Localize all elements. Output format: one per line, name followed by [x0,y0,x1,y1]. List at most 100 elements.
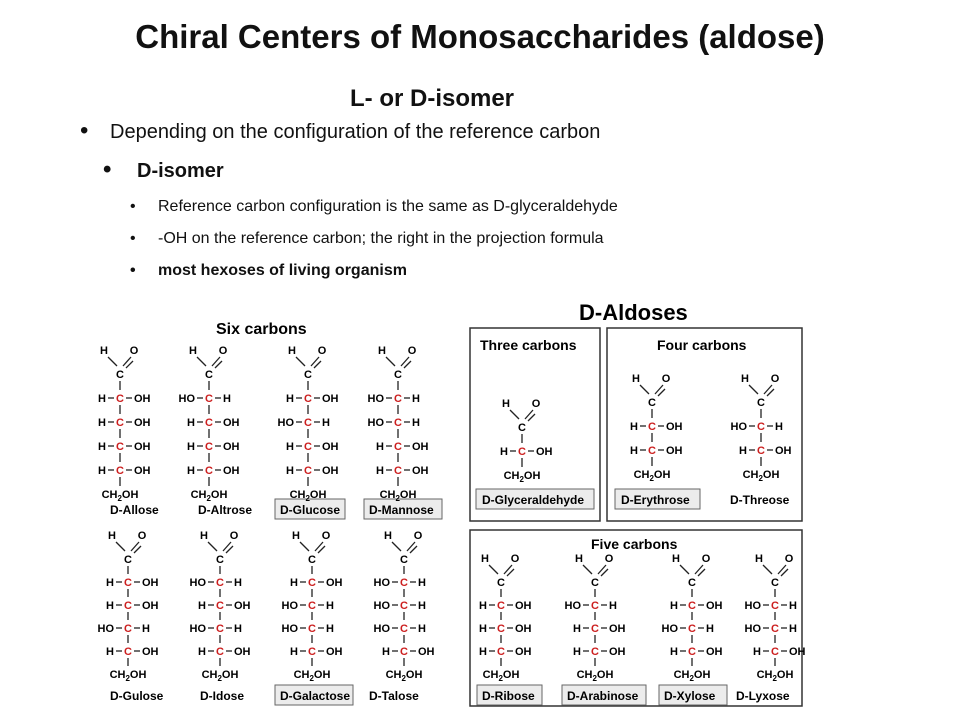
bond-line [527,413,536,422]
bullet-dot: • [130,230,136,247]
atom-label: C [116,369,124,381]
bond-line [207,541,218,552]
bond-line [314,541,324,552]
atom-label: C [116,441,124,453]
atom-label: H [223,393,231,405]
atom-label: H [775,421,783,433]
atom-label: C [497,646,505,658]
bond-line [385,356,396,367]
atom-label: H [418,577,426,589]
bond-line [503,564,513,575]
bond-line [697,568,706,577]
atom-label: H [198,600,206,612]
atom-label: C [216,600,224,612]
ch2oh-label: CH2OH [110,669,147,683]
atom-label: O [322,530,331,542]
atom-label: H [292,530,300,542]
atom-label: C [304,417,312,429]
name-highlight [475,488,595,510]
atom-label: OH [142,646,159,658]
atom-label: H [384,530,392,542]
bullet-text: D-isomer [137,160,224,182]
atom-label: OH [234,600,251,612]
atom-label: HO [190,577,207,589]
ch2oh-label: CH2OH [191,489,228,503]
atom-label: C [304,393,312,405]
molecule-name: D-Threose [730,493,790,507]
atom-label: C [124,623,132,635]
molecule-name: D-Lyxose [736,689,790,703]
atom-label: H [672,553,680,565]
atom-label: C [216,646,224,658]
atom-label: OH [326,577,343,589]
atom-label: H [189,345,197,357]
atom-label: HO [278,417,295,429]
atom-label: O [532,398,541,410]
ch2oh-label: CH2OH [483,669,520,683]
atom-label: C [518,446,526,458]
atom-label: OH [666,421,683,433]
bond-line [777,564,787,575]
atom-label: H [106,600,114,612]
atom-label: H [286,465,294,477]
bond-line [317,545,326,554]
five-carbons-frame [469,529,803,707]
atom-label: C [771,623,779,635]
bond-line [214,360,223,369]
atom-label: C [304,465,312,477]
atom-label: H [326,623,334,635]
molecule-name: D-Glucose [280,503,340,517]
atom-label: C [124,600,132,612]
atom-label: H [98,417,106,429]
ch2oh-label: CH2OH [577,669,614,683]
atom-label: HO [374,577,391,589]
bond-line [107,356,118,367]
name-highlight [363,498,443,520]
atom-label: H [98,441,106,453]
atom-label: HO [98,623,115,635]
atom-label: C [497,600,505,612]
atom-label: O [771,373,780,385]
atom-label: C [771,600,779,612]
atom-label: OH [515,600,532,612]
bullet-text: -OH on the reference carbon; the right i… [158,230,604,247]
atom-label: C [400,623,408,635]
six-carbons-label: Six carbons [216,321,307,338]
atom-label: H [286,393,294,405]
atom-label: C [400,600,408,612]
slide-title: Chiral Centers of Monosaccharides (aldos… [135,18,825,55]
ch2oh-label: CH2OH [290,489,327,503]
atom-label: C [394,441,402,453]
atom-label: H [630,421,638,433]
atom-label: OH [322,393,339,405]
atom-label: OH [515,646,532,658]
atom-label: H [573,623,581,635]
four-carbons-frame [606,327,803,522]
atom-label: C [394,417,402,429]
atom-label: H [670,646,678,658]
atom-label: H [789,600,797,612]
bond-line [524,409,534,420]
ch2oh-label: CH2OH [102,489,139,503]
bond-line [391,541,402,552]
atom-label: OH [134,465,151,477]
bond-line [748,384,759,395]
bond-line [694,564,704,575]
bond-line [762,564,773,575]
atom-label: C [591,600,599,612]
atom-label: C [688,623,696,635]
atom-label: HO [374,623,391,635]
atom-label: H [706,623,714,635]
bond-line [313,360,322,369]
bond-line [654,384,664,395]
atom-label: O [662,373,671,385]
atom-label: OH [142,600,159,612]
atom-label: H [418,623,426,635]
atom-label: HO [368,393,385,405]
atom-label: H [100,345,108,357]
atom-label: H [187,441,195,453]
four-carbons-label: Four carbons [657,337,747,353]
bond-line [582,564,593,575]
molecule-name: D-Altrose [198,503,252,517]
